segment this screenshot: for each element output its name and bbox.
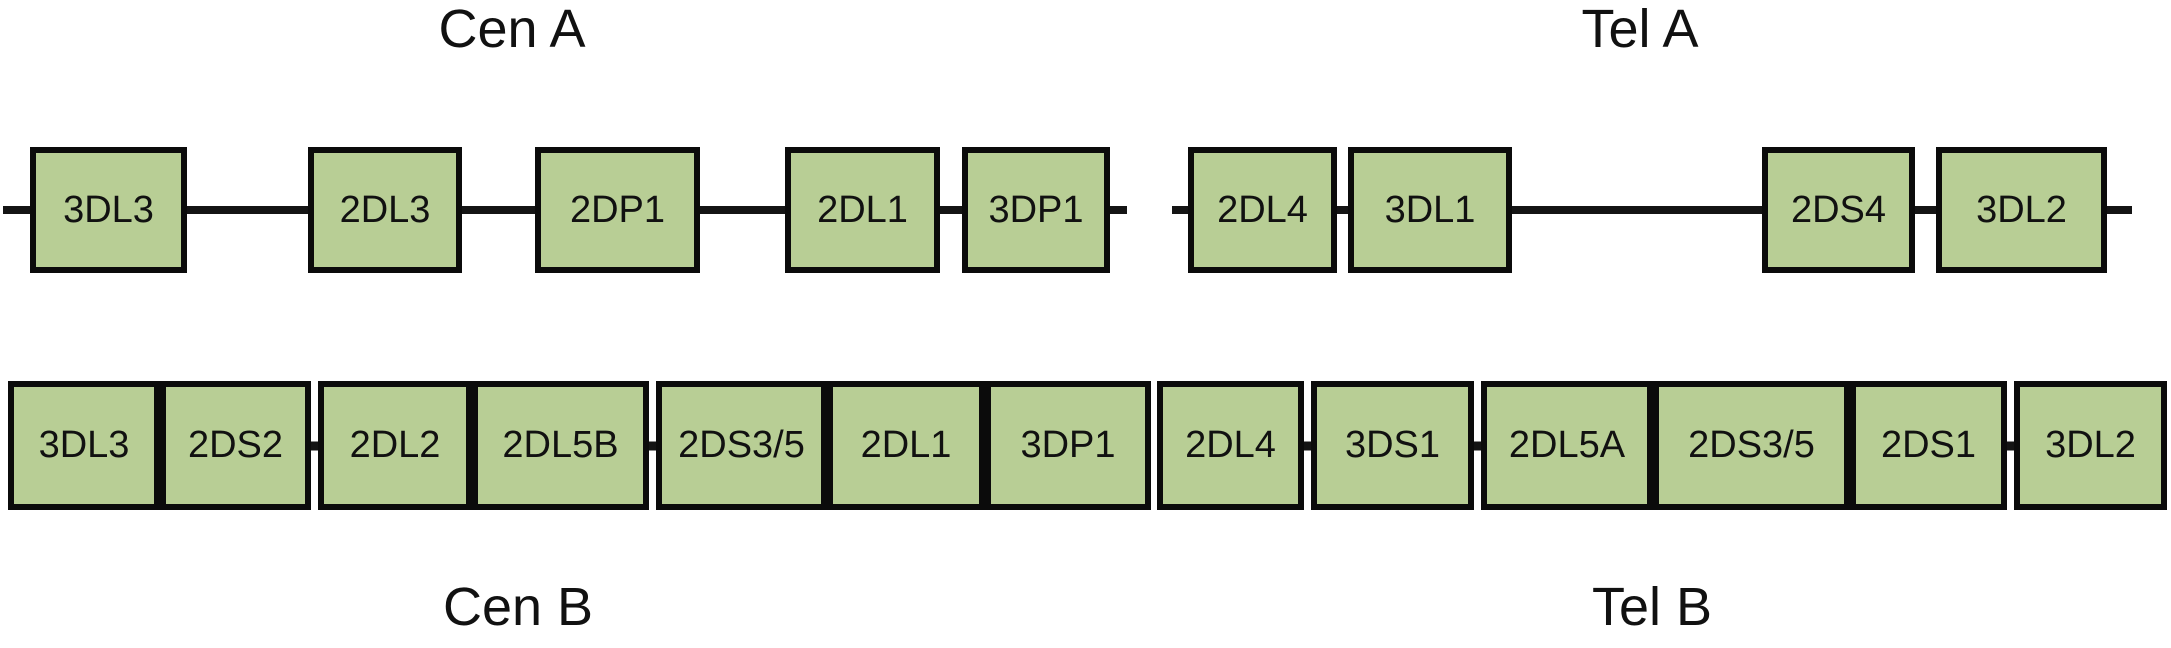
bottom-gene-box-3dp1: 3DP1 (985, 381, 1151, 510)
gene-label: 2DS3/5 (678, 424, 805, 466)
bottom-gene-box-2dl1: 2DL1 (827, 381, 985, 510)
bottom-gene-box-2dl4: 2DL4 (1157, 381, 1304, 510)
top-gene-box-2dl1: 2DL1 (785, 147, 940, 273)
bottom-gene-box-3dl3: 3DL3 (8, 381, 160, 510)
top-gene-box-3dp1: 3DP1 (962, 147, 1110, 273)
bottom-gene-box-3ds1: 3DS1 (1311, 381, 1474, 510)
label-tel-a: Tel A (1581, 0, 1699, 59)
top-gene-box-2dl3: 2DL3 (308, 147, 462, 273)
gene-label: 2DS4 (1790, 188, 1887, 231)
gene-label: 3DL3 (63, 188, 154, 231)
bottom-gene-box-2dl5a: 2DL5A (1481, 381, 1653, 510)
gene-label: 2DL4 (1185, 424, 1276, 466)
top-gene-box-3dl1: 3DL1 (1348, 147, 1512, 273)
gene-label: 3DL1 (1384, 188, 1476, 231)
haplotype-a-row: 3DL3 2DL3 2DP1 2DL1 3DP1 2DL4 3DL1 2DS4 3DL2 (0, 147, 2171, 273)
connector-line (1172, 206, 2132, 214)
label-cen-b: Cen B (442, 577, 594, 637)
gene-label: 2DS1 (1880, 424, 1977, 466)
bottom-gene-box-2ds1: 2DS1 (1850, 381, 2007, 510)
bottom-gene-box-2ds35: 2DS3/5 (656, 381, 827, 510)
gene-label: 3DP1 (1020, 424, 1116, 466)
gene-label: 3DL2 (1976, 188, 2067, 231)
gene-label: 2DL3 (339, 188, 431, 231)
bottom-gene-box-2ds35: 2DS3/5 (1653, 381, 1850, 510)
connector-nub (646, 441, 658, 450)
gene-label: 2DL5A (1508, 424, 1626, 466)
bottom-gene-box-2ds2: 2DS2 (160, 381, 311, 510)
gene-label: 2DL4 (1217, 188, 1308, 231)
connector-nub (1301, 441, 1313, 450)
haplotype-b-row: 3DL3 2DS2 2DL2 2DL5B 2DS3/5 2DL1 3DP1 2DL4 3DS1 2… (0, 381, 2171, 510)
gene-label: 2DS2 (187, 424, 284, 466)
gene-label: 3DS1 (1344, 424, 1441, 466)
top-gene-box-2dp1: 2DP1 (535, 147, 700, 273)
gene-label: 3DL2 (2045, 424, 2136, 466)
label-cen-a: Cen A (438, 0, 586, 59)
gene-label: 2DL1 (817, 188, 908, 231)
connector-nub (308, 441, 320, 450)
connector-nub (2004, 441, 2016, 450)
gene-label: 3DP1 (988, 188, 1084, 231)
connector-nub (1470, 441, 1483, 450)
gene-label: 2DP1 (569, 188, 666, 231)
top-gene-box-2ds4: 2DS4 (1762, 147, 1915, 273)
gene-label: 2DL2 (349, 424, 441, 466)
bottom-gene-box-2dl2: 2DL2 (318, 381, 472, 510)
top-gene-box-2dl4: 2DL4 (1188, 147, 1337, 273)
top-gene-box-3dl2: 3DL2 (1936, 147, 2107, 273)
gene-label: 3DL3 (38, 424, 130, 466)
bottom-gene-box-2dl5b: 2DL5B (472, 381, 649, 510)
gene-label: 2DS3/5 (1688, 424, 1815, 466)
top-gene-box-3dl3: 3DL3 (30, 147, 187, 273)
gene-label: 2DL5B (502, 424, 619, 466)
bottom-gene-box-3dl2: 3DL2 (2014, 381, 2167, 510)
gene-label: 2DL1 (860, 424, 952, 466)
label-tel-b: Tel B (1591, 577, 1713, 637)
